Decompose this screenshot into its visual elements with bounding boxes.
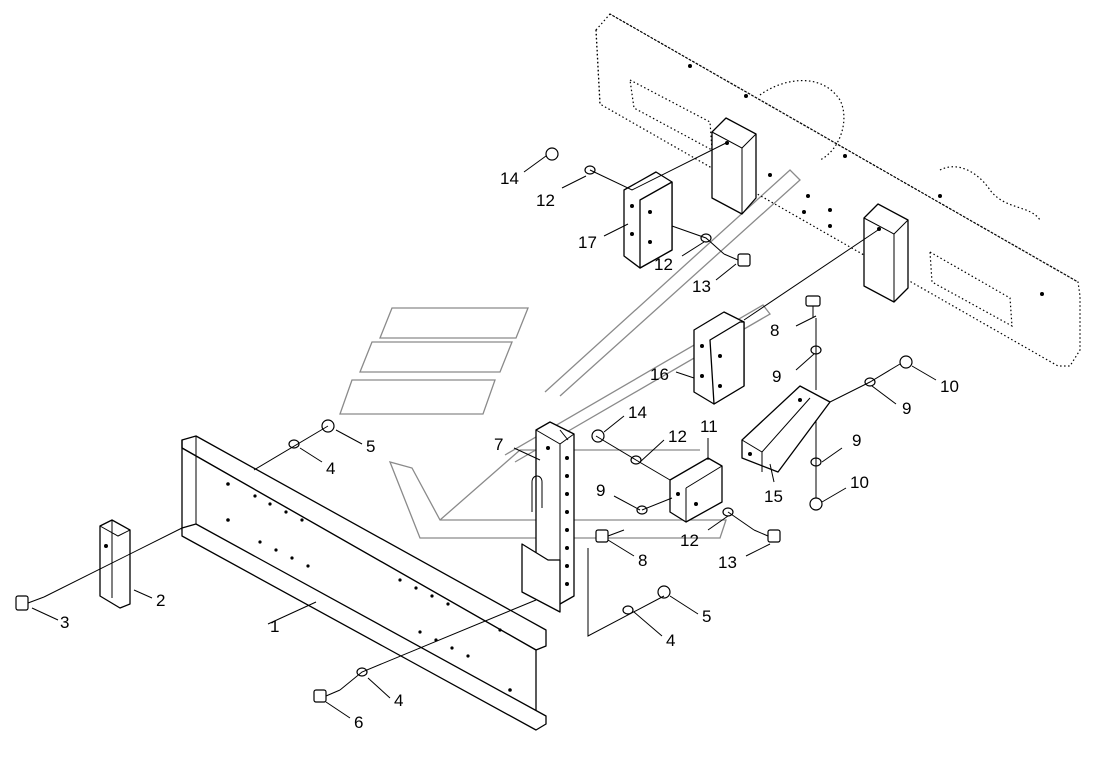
assembly-lines [43,141,901,691]
callout-16: 16 [650,365,669,384]
callout-13-top: 13 [692,277,711,296]
callout-4-right: 4 [666,631,675,650]
callout-9-right: 9 [902,399,911,418]
upper-angle-bracket [623,171,673,269]
callout-17: 17 [578,233,597,252]
callout-13-bottom: 13 [718,553,737,572]
callout-12-top: 12 [536,191,555,210]
bolt-13b [753,529,781,543]
vehicle-frame [595,13,1081,367]
callout-7: 7 [494,435,503,454]
callout-10-top: 10 [940,377,959,396]
callout-9-lower: 9 [852,431,861,450]
bumper-channel [181,435,547,731]
watermark-logo [339,169,801,539]
callout-8-top: 8 [770,321,779,340]
bolt-8b [595,529,625,543]
callout-6: 6 [354,713,363,732]
callout-12-upper: 12 [654,255,673,274]
callout-10-bottom: 10 [850,473,869,492]
end-block [99,519,131,609]
callout-5-top: 5 [366,437,375,456]
bolt-13a [723,253,751,267]
callout-leaders [31,155,937,719]
callout-9-left: 9 [772,367,781,386]
callout-15: 15 [764,487,783,506]
callout-labels: 1 2 3 4 4 4 5 5 6 7 8 8 9 9 9 9 10 10 11… [60,169,959,732]
callout-4-bottom: 4 [394,691,403,710]
callout-8-bottom: 8 [638,551,647,570]
bolt-3 [15,595,45,611]
callout-14-mid: 14 [628,403,647,422]
bolt-6 [313,689,341,703]
bolt-8a [805,295,821,318]
callout-12-bottom: 12 [680,531,699,550]
callout-9-mid: 9 [596,481,605,500]
callout-4-top: 4 [326,459,335,478]
callout-2: 2 [156,591,165,610]
callout-12-mid: 12 [668,427,687,446]
callout-11: 11 [700,417,718,436]
callout-3: 3 [60,613,69,632]
spacer-block [741,385,831,473]
lower-angle-bracket [693,311,745,405]
callout-14-top: 14 [500,169,519,188]
callout-1: 1 [270,617,279,636]
callout-5-right: 5 [702,607,711,626]
small-bracket [669,457,723,523]
